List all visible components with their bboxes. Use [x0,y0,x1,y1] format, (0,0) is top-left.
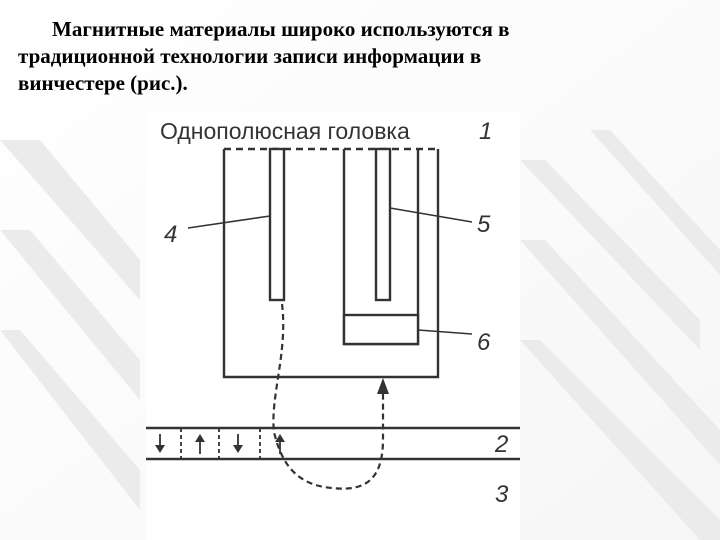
right-pole [374,147,392,302]
slide-text-line-1: Магнитные материалы широко используются … [52,17,510,41]
figure-panel: Однополюсная головка 1 4 5 6 [146,112,520,540]
decorative-stripes [0,130,720,540]
head-diagram: Однополюсная головка 1 4 5 6 [146,118,520,508]
label-1: 1 [479,118,492,145]
slide-text-line-2: традиционной технологии записи информаци… [18,44,482,68]
slide-paragraph: Магнитные материалы широко используются … [18,16,708,97]
label-3: 3 [495,481,509,508]
label-2: 2 [494,431,508,458]
flux-path [272,303,385,490]
head-body [222,147,440,379]
left-pole [268,147,286,302]
domain-boundaries [180,428,261,459]
leader-lines [187,207,473,335]
slide-text-line-3: винчестере (рис.). [18,71,188,95]
flux-arrow-up-icon [377,378,389,394]
label-6: 6 [477,329,491,356]
label-5: 5 [477,211,491,238]
coil [342,313,420,346]
label-4: 4 [164,221,177,248]
magnetization-arrows [155,434,285,454]
figure-title: Однополюсная головка [160,118,410,144]
recording-layer [146,426,520,461]
